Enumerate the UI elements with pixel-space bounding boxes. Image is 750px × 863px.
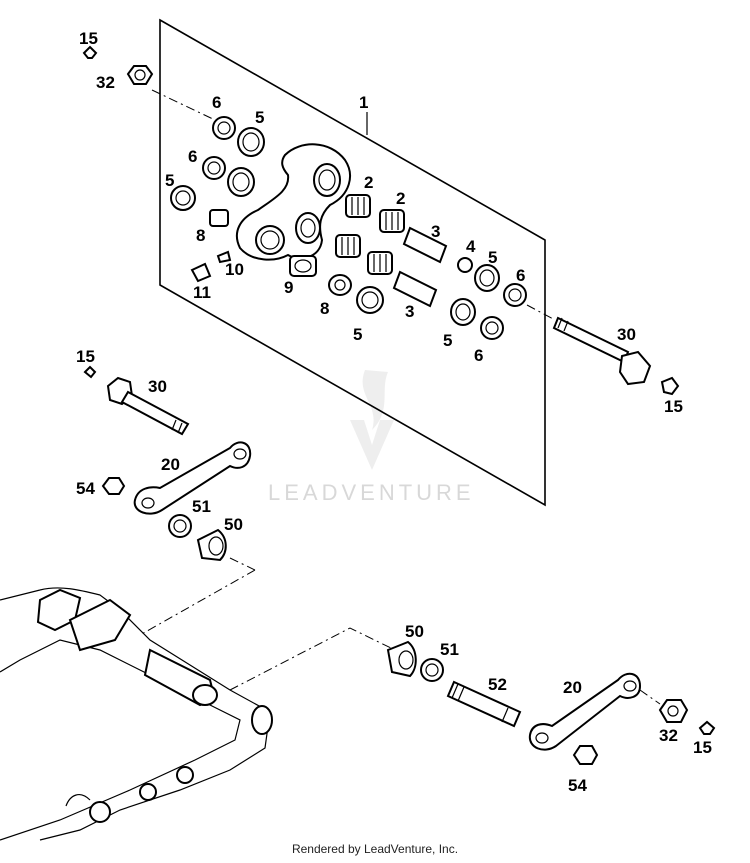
axis-line-left-down xyxy=(139,569,256,636)
seal-ring-5-c xyxy=(474,264,500,292)
seal-ring-6-d xyxy=(480,316,504,340)
seal-ring-5-e xyxy=(450,298,476,326)
label-15: 15 xyxy=(664,397,683,416)
label-15: 15 xyxy=(693,738,712,757)
label-54: 54 xyxy=(568,776,587,795)
label-30: 30 xyxy=(148,377,167,396)
label-15: 15 xyxy=(76,347,95,366)
seal-ring-6-a xyxy=(212,116,236,140)
seal-ring-5-b-center xyxy=(227,167,255,197)
label-6: 6 xyxy=(212,93,221,112)
swingarm-frame xyxy=(0,587,273,841)
needle-bearing-2-a xyxy=(345,194,371,218)
bushing-8-a xyxy=(209,209,229,227)
washer-11 xyxy=(190,262,212,283)
label-2: 2 xyxy=(364,173,373,192)
nut-54-right xyxy=(572,745,599,765)
label-10: 10 xyxy=(225,260,244,279)
label-52: 52 xyxy=(488,675,507,694)
watermark-text: LEADVENTURE xyxy=(268,480,475,505)
rocker-lever xyxy=(235,143,351,261)
cap-15-right xyxy=(660,376,680,396)
needle-bearing-2-d xyxy=(367,251,393,275)
label-20: 20 xyxy=(161,455,180,474)
cap-15-top xyxy=(82,45,98,59)
pull-rod-20-left xyxy=(133,441,252,515)
label-5: 5 xyxy=(165,171,174,190)
label-4: 4 xyxy=(466,237,476,256)
bolt-52 xyxy=(446,680,522,728)
label-51: 51 xyxy=(192,497,211,516)
grease-nipple-10 xyxy=(216,250,232,264)
bushing-50-right xyxy=(386,640,417,678)
label-8: 8 xyxy=(196,226,205,245)
label-50: 50 xyxy=(224,515,243,534)
bolt-30-right xyxy=(552,316,652,386)
label-30: 30 xyxy=(617,325,636,344)
seal-ring-6-c xyxy=(503,283,527,307)
label-9: 9 xyxy=(284,278,293,297)
cap-15-bottom-right xyxy=(698,720,716,735)
label-54: 54 xyxy=(76,479,95,498)
label-2: 2 xyxy=(396,189,405,208)
needle-bearing-2-b xyxy=(379,209,405,233)
label-50: 50 xyxy=(405,622,424,641)
label-6: 6 xyxy=(188,147,197,166)
label-51: 51 xyxy=(440,640,459,659)
label-6: 6 xyxy=(474,346,483,365)
sleeve-3-b xyxy=(392,270,438,308)
nut-32-top xyxy=(126,65,154,85)
assembly-frame xyxy=(159,18,546,507)
sleeve-3-a xyxy=(402,226,448,264)
label-1: 1 xyxy=(359,93,368,112)
seal-ring-5-d xyxy=(356,286,384,314)
label-6: 6 xyxy=(516,266,525,285)
nut-32-right xyxy=(658,699,689,723)
label-8: 8 xyxy=(320,299,329,318)
bushing-50-left xyxy=(196,528,227,562)
axis-line-top xyxy=(151,89,216,121)
label-15: 15 xyxy=(79,29,98,48)
label-11: 11 xyxy=(193,283,211,302)
needle-bearing-9 xyxy=(289,255,317,277)
spacer-ring-4 xyxy=(457,257,473,273)
label-20: 20 xyxy=(563,678,582,697)
label-5: 5 xyxy=(443,331,452,350)
seal-ring-51-left xyxy=(168,514,192,538)
seal-ring-5-b xyxy=(170,185,196,211)
seal-ring-51-right xyxy=(420,658,444,682)
bolt-30-left xyxy=(106,376,190,436)
nut-54-left xyxy=(101,477,126,495)
label-5: 5 xyxy=(255,108,264,127)
label-32: 32 xyxy=(659,726,678,745)
label-32: 32 xyxy=(96,73,115,92)
seal-ring-5-a xyxy=(237,127,265,157)
axis-line-left-lower xyxy=(229,557,256,571)
seal-ring-6-b xyxy=(202,156,226,180)
footer-credit: Rendered by LeadVenture, Inc. xyxy=(291,842,459,856)
label-3: 3 xyxy=(405,302,414,321)
pull-rod-20-right xyxy=(528,672,642,751)
label-5: 5 xyxy=(353,325,362,344)
label-3: 3 xyxy=(431,222,440,241)
label-5: 5 xyxy=(488,248,497,267)
needle-bearing-2-c xyxy=(335,234,361,258)
cap-15-left xyxy=(83,365,97,379)
bushing-8-b xyxy=(328,274,352,296)
axis-line-right-end xyxy=(639,689,661,705)
axis-line-right xyxy=(526,304,556,321)
watermark-logo-icon xyxy=(350,370,394,470)
axis-line-right-lower xyxy=(229,627,396,691)
